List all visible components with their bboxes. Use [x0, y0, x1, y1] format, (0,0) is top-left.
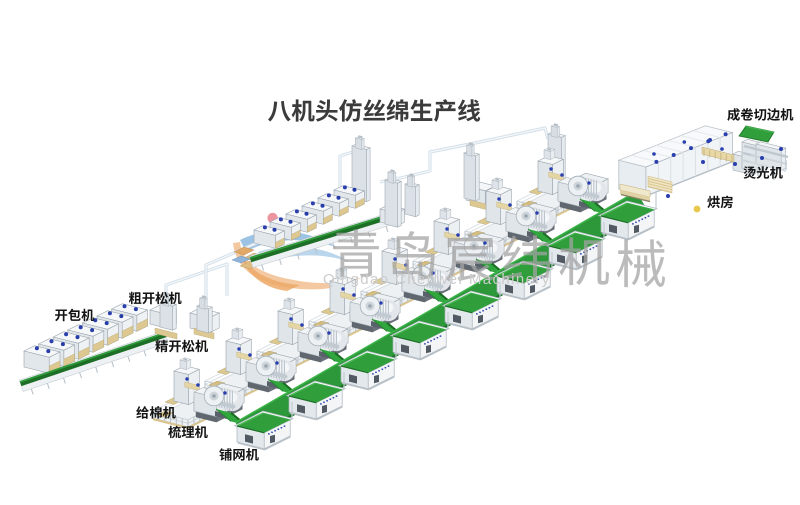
svg-text:Qingdao Chenwei Machinery: Qingdao Chenwei Machinery [323, 271, 551, 288]
